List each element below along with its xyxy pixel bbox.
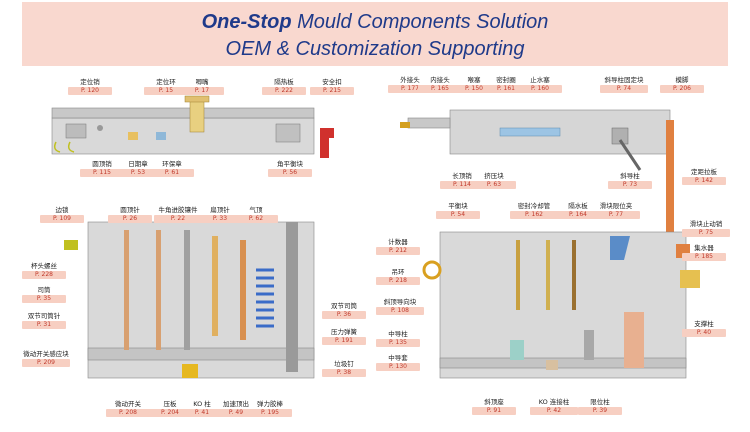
mould-assembly-top-right xyxy=(400,109,674,270)
mould-assembly-bottom-left xyxy=(64,221,315,379)
main-title-rest: Mould Components Solution xyxy=(291,11,549,33)
title-banner: One-Stop Mould Components Solution OEM &… xyxy=(22,2,728,66)
mould-assembly-bottom-right xyxy=(422,231,700,379)
main-title: One-Stop Mould Components Solution xyxy=(22,11,728,34)
main-title-bold: One-Stop xyxy=(201,11,292,33)
mould-assembly-top-left xyxy=(51,95,334,158)
subtitle: OEM & Customization Supporting xyxy=(225,38,525,60)
